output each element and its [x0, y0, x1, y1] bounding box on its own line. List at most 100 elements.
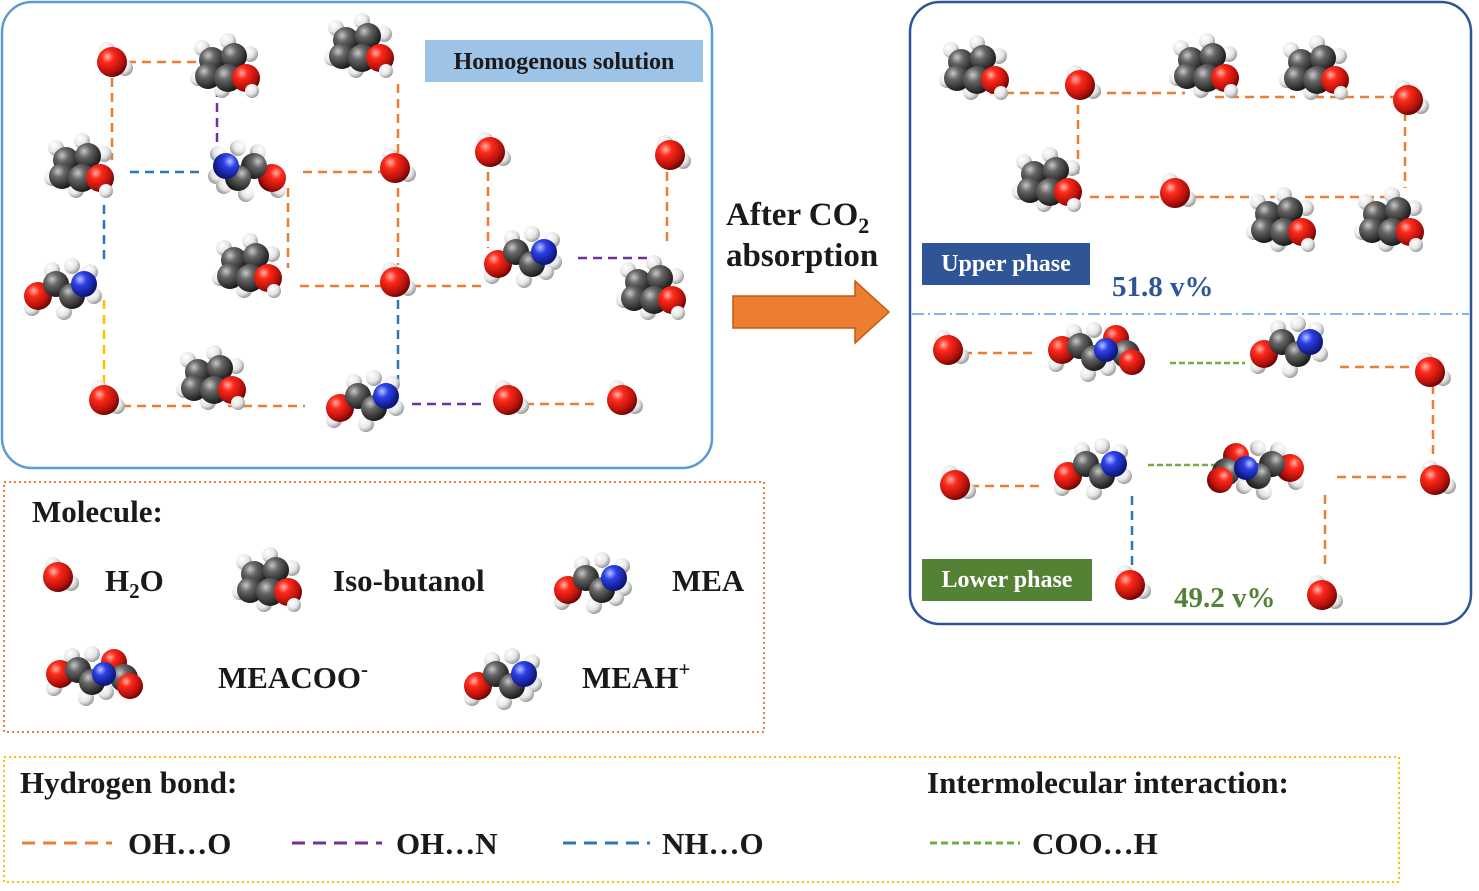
h2o-molecule: [1393, 80, 1429, 115]
legend-coo-h-label: COO…H: [1032, 826, 1158, 861]
h2o-molecule: [655, 135, 691, 170]
legend-mea-label: MEA: [672, 563, 745, 598]
oxygen-atom: [493, 385, 523, 415]
mea-molecule: [24, 258, 102, 320]
upper-phase-badge: [922, 243, 1090, 285]
nitrogen-atom: [1297, 329, 1323, 355]
upper-phase-percent: 51.8 v%: [1112, 271, 1214, 303]
hbond-legend-title: Hydrogen bond:: [20, 765, 237, 800]
carbon-atom: [1385, 197, 1411, 223]
oxygen-atom: [1420, 465, 1450, 495]
iso-molecule: [1279, 35, 1349, 100]
iso-molecule: [616, 255, 686, 320]
iso-molecule: [44, 133, 114, 198]
hydrogen-atom: [287, 598, 301, 612]
hydrogen-atom: [994, 86, 1008, 100]
meah-molecule: [484, 226, 562, 288]
h2o-molecule: [380, 148, 416, 183]
nitrogen-atom: [601, 565, 627, 591]
legend-nh-o-label: NH…O: [662, 826, 764, 861]
hydrogen-atom: [99, 184, 113, 198]
hydrogen-atom: [231, 396, 245, 410]
carbon-atom: [1310, 45, 1336, 71]
h2o-molecule: [607, 380, 643, 415]
oxygen-atom: [1119, 349, 1145, 375]
lower-phase-label: Lower phase: [942, 567, 1073, 593]
molecules-layer: [24, 13, 1456, 710]
hydrogen-atom: [1224, 84, 1238, 98]
carbon-atom: [49, 163, 75, 189]
arrow-label-line2: absorption: [726, 238, 878, 274]
iso-molecule: [1169, 33, 1239, 98]
carbon-atom: [1174, 63, 1200, 89]
oxygen-atom: [43, 562, 73, 592]
oxygen-atom: [97, 47, 127, 77]
iso-molecule: [190, 33, 260, 98]
h2o-molecule: [380, 262, 416, 297]
oxygen-atom: [933, 335, 963, 365]
oxygen-atom: [1115, 570, 1145, 600]
oxygen-atom: [1065, 70, 1095, 100]
oxygen-atom: [1160, 178, 1190, 208]
carbon-atom: [1200, 43, 1226, 69]
iso-molecule: [176, 345, 246, 410]
carbon-atom: [243, 243, 269, 269]
legend-oh-o-label: OH…O: [128, 826, 231, 861]
carbon-atom: [647, 265, 673, 291]
lower-phase-badge: [922, 559, 1092, 601]
carbon-atom: [329, 43, 355, 69]
upper-phase-label: Upper phase: [941, 251, 1071, 277]
hydrogen-atom: [1086, 322, 1102, 338]
hydrogen-atom: [84, 646, 100, 662]
iso-molecule: [324, 13, 394, 78]
molecule-legend-box: [3, 481, 765, 733]
h2o-molecule: [1115, 565, 1151, 600]
nitrogen-atom: [71, 271, 97, 297]
carbon-atom: [237, 577, 263, 603]
legend-meah-label: MEAH+: [582, 657, 690, 695]
meah-molecule: [554, 552, 632, 614]
hydrogen-atom: [1409, 238, 1423, 252]
interaction-legend-title: Intermolecular interaction:: [927, 765, 1289, 800]
carbon-atom: [970, 45, 996, 71]
carbon-atom: [355, 23, 381, 49]
hydrogen-atom: [230, 140, 246, 156]
iso-molecule: [1354, 187, 1424, 252]
h2o-molecule: [475, 132, 511, 167]
oxygen-atom: [1415, 357, 1445, 387]
nitrogen-atom: [1234, 456, 1258, 480]
carbon-atom: [621, 285, 647, 311]
hydrogen-atom: [671, 306, 685, 320]
oxygen-atom: [940, 470, 970, 500]
nitrogen-atom: [1094, 338, 1118, 362]
carbon-atom: [1277, 197, 1303, 223]
nitrogen-atom: [511, 661, 537, 687]
legend-isobutanol-label: Iso-butanol: [333, 563, 485, 598]
hydrogen-atom: [1250, 440, 1266, 456]
nitrogen-atom: [531, 239, 557, 265]
h2o-molecule: [933, 330, 969, 365]
nitrogen-atom: [373, 383, 399, 409]
carbon-atom: [195, 63, 221, 89]
h2o-molecule: [1420, 460, 1456, 495]
separated-phases-panel: [908, 0, 1473, 626]
hydrogen-atom: [379, 64, 393, 78]
nitrogen-atom: [213, 153, 239, 179]
molecule-legend-title: Molecule:: [32, 494, 163, 529]
h2o-molecule: [1065, 65, 1101, 100]
h2o-molecule: [89, 380, 125, 415]
carbon-atom: [207, 355, 233, 381]
legend-meacoo-label: MEACOO-: [218, 657, 368, 695]
iso-molecule: [939, 35, 1009, 100]
legend-h2o-label: H2O: [105, 563, 164, 603]
oxygen-atom: [117, 673, 143, 699]
iso-molecule: [232, 547, 302, 612]
carbon-atom: [1251, 217, 1277, 243]
carbon-atom: [263, 557, 289, 583]
hydrogen-atom: [64, 258, 80, 274]
h2o-molecule: [940, 465, 976, 500]
oxygen-atom: [1207, 467, 1233, 493]
homogeneous-badge: [425, 40, 703, 82]
oxygen-atom: [655, 140, 685, 170]
h2o-molecule: [1160, 173, 1196, 208]
